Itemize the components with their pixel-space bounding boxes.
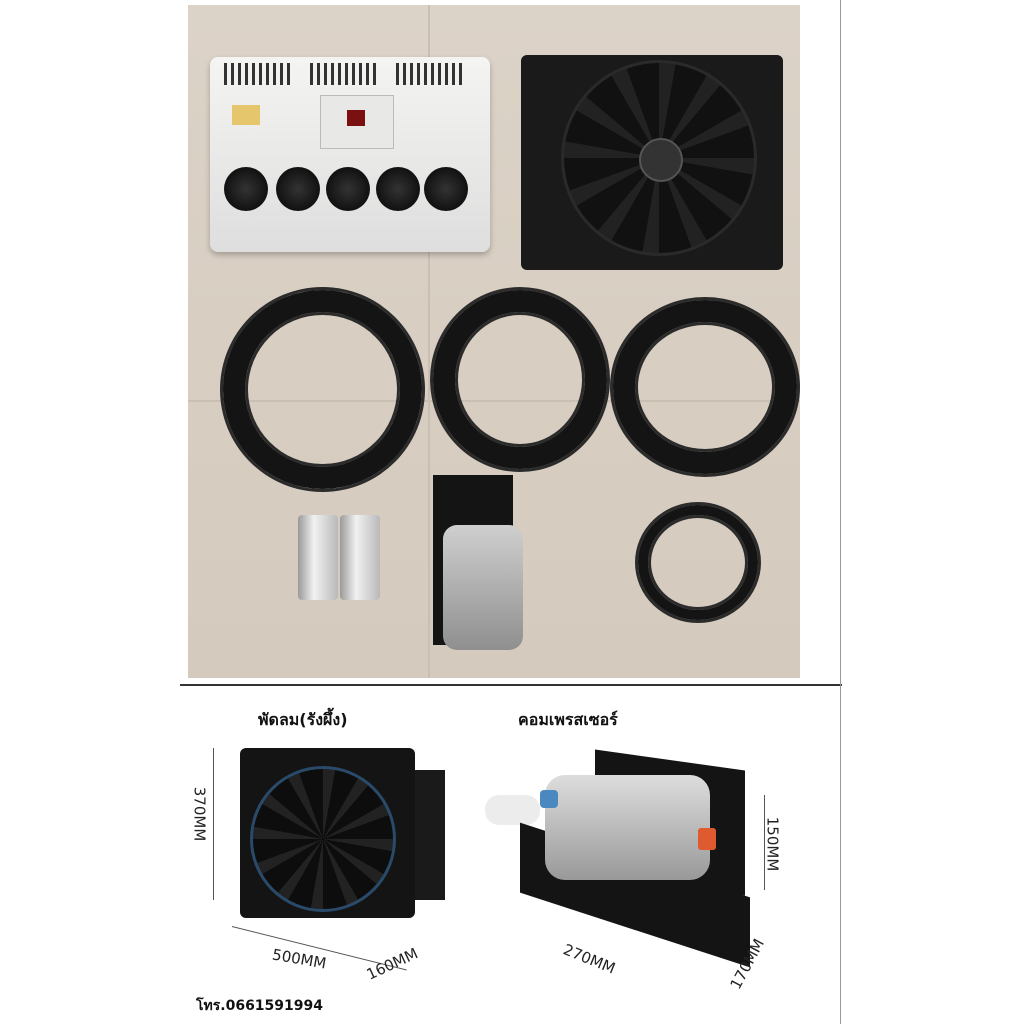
air-vent: [276, 167, 320, 211]
fan-depth-label: 160MM: [363, 944, 421, 984]
brand-logo: [232, 105, 260, 125]
phone-number: โทร.0661591994: [196, 998, 323, 1014]
oil-can: [298, 515, 338, 600]
dimension-line: [764, 795, 765, 890]
air-vent: [424, 167, 468, 211]
condenser-fan-unit: [521, 55, 783, 270]
mounting-bracket: [415, 770, 445, 900]
port-cap: [698, 828, 716, 850]
fan-title: พัดลม(รังผึ้ง): [258, 710, 348, 729]
oil-can: [340, 515, 380, 600]
fan-height-label: 370MM: [190, 786, 209, 842]
fan-unit-image: [240, 748, 415, 918]
hose-coil: [223, 290, 422, 489]
divider: [840, 0, 841, 1024]
control-panel: [320, 95, 394, 149]
compressor-shadow: [485, 795, 540, 825]
product-kit-photo: [188, 5, 800, 678]
air-vent: [326, 167, 370, 211]
compressor: [443, 525, 523, 650]
compressor-image: [545, 775, 710, 880]
vent-grille: [224, 63, 294, 85]
fan-blades: [561, 60, 757, 256]
dimension-line: [213, 748, 214, 900]
evaporator-unit: [210, 57, 490, 252]
divider: [180, 684, 842, 686]
vent-grille: [396, 63, 466, 85]
vent-grille: [310, 63, 380, 85]
fan-hub: [639, 138, 683, 182]
compressor-title: คอมเพรสเซอร์: [518, 710, 618, 729]
fan-width-label: 500MM: [270, 945, 328, 973]
hose-coil: [613, 300, 797, 474]
port-cap: [540, 790, 558, 808]
air-vent: [224, 167, 268, 211]
wire-coil: [638, 505, 758, 620]
air-vent: [376, 167, 420, 211]
hose-coil: [433, 290, 607, 469]
compressor-width-label: 270MM: [560, 940, 618, 978]
floor-tile-line: [428, 5, 430, 678]
compressor-height-label: 150MM: [763, 816, 782, 872]
display: [347, 110, 365, 126]
fan-blades: [250, 766, 396, 912]
